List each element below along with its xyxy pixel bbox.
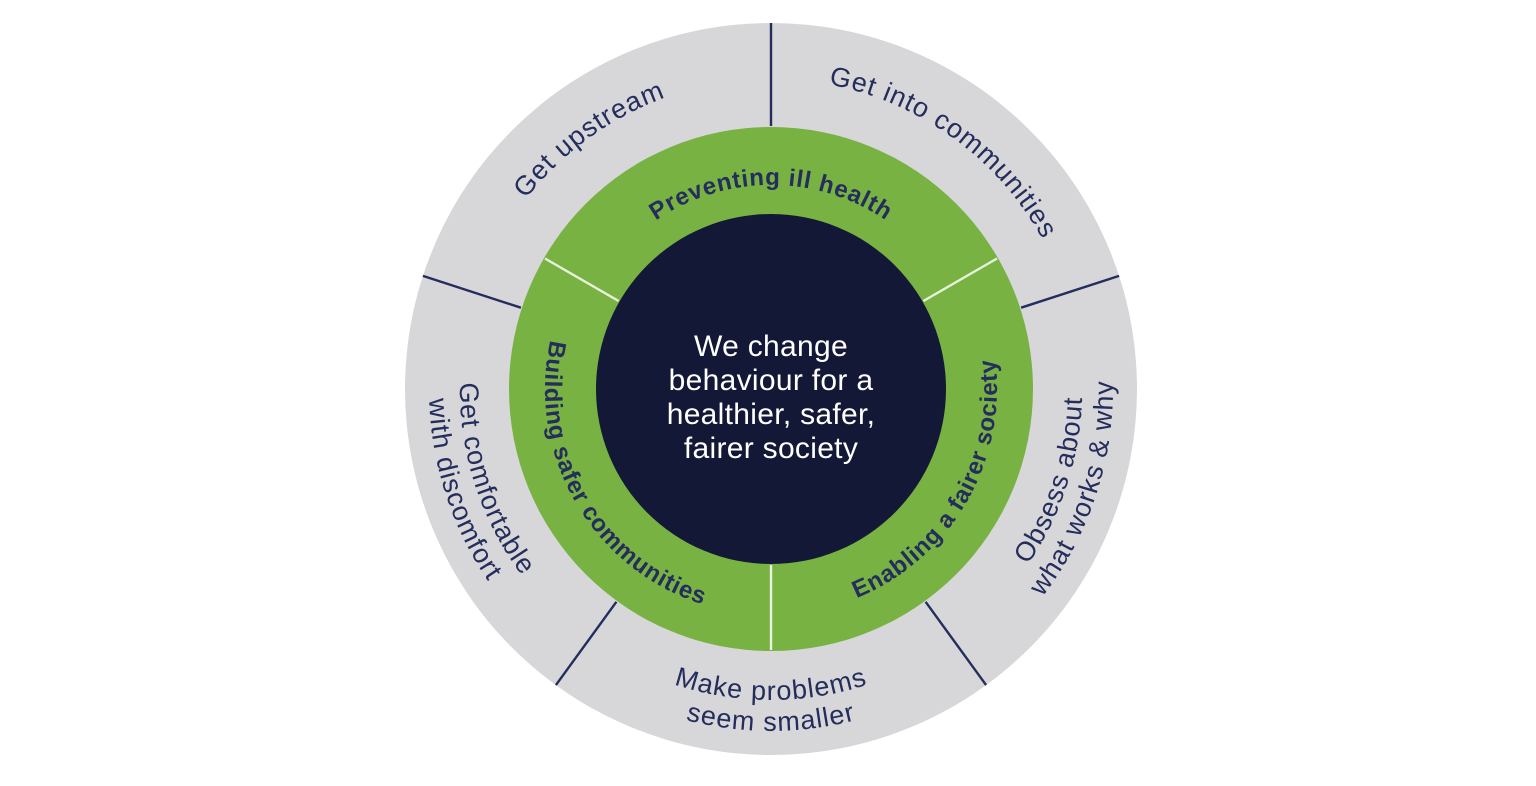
center-message: We change behaviour for a healthier, saf… — [667, 330, 876, 465]
outer-divider-upper-right — [1020, 274, 1120, 309]
inner-divider-upper-left — [544, 257, 620, 303]
outer-ring-dividers — [422, 23, 1120, 686]
outer-divider-upper-left — [422, 274, 522, 309]
inner-divider-upper-right — [922, 257, 998, 303]
center-circle — [596, 214, 946, 564]
inner-ring-dividers — [544, 257, 998, 650]
center-message-line-3: healthier, safer, — [667, 398, 876, 431]
outer-divider-lower-left — [554, 601, 618, 686]
outer-divider-lower-right — [924, 601, 988, 686]
center-message-line-2: behaviour for a — [669, 364, 874, 397]
center-message-line-1: We change — [694, 330, 848, 363]
center-message-line-4: fairer society — [684, 432, 858, 465]
